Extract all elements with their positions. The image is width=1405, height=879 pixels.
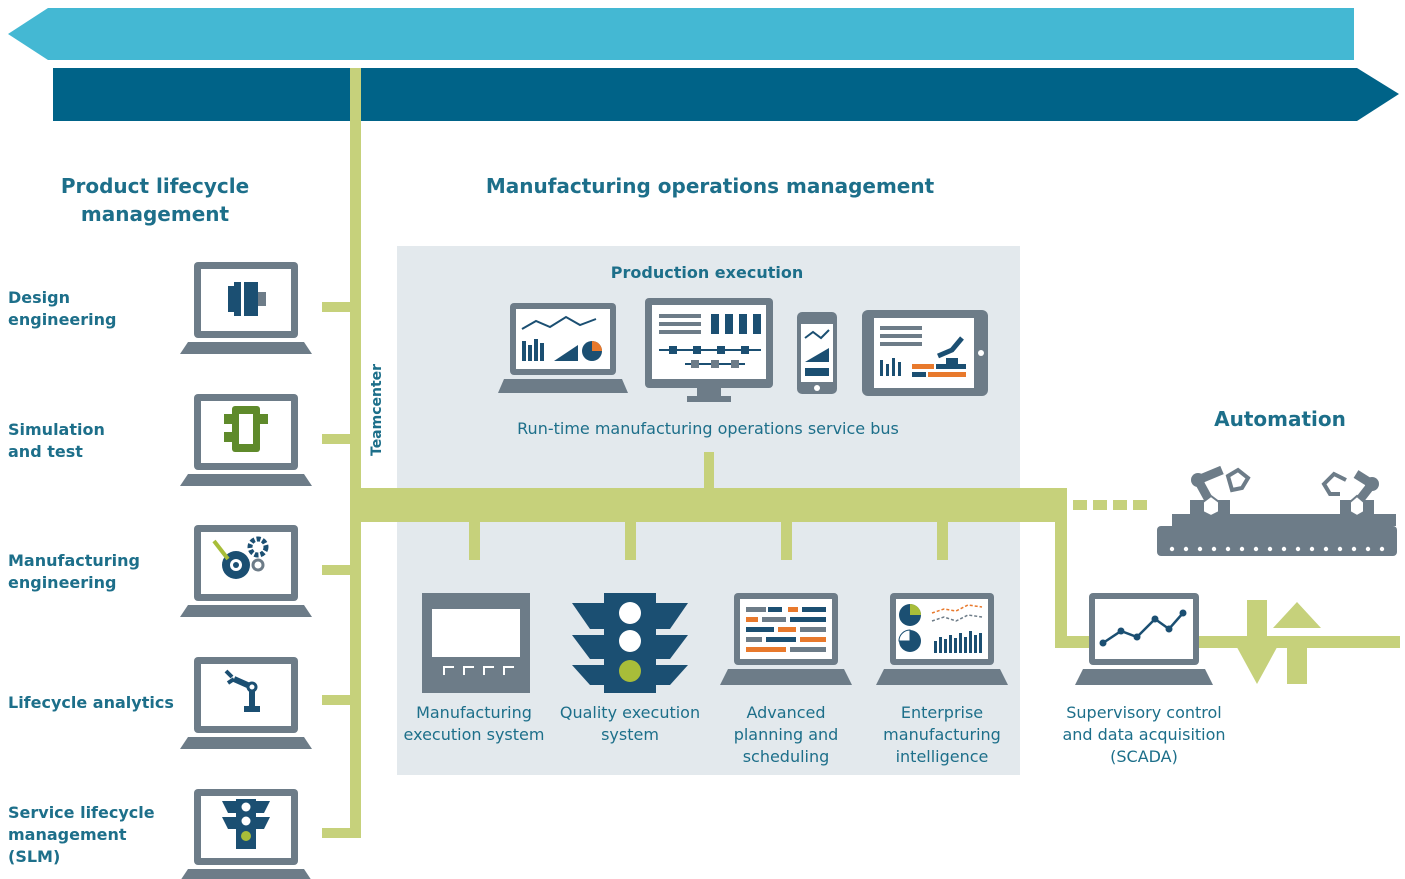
robot-arm-icon [224,669,260,712]
conveyor-robots-icon [1157,465,1397,556]
gears-icon [212,536,269,579]
mom-item-qes: Quality execution system [559,703,701,744]
mom-item-mes: Manufacturing execution system [403,703,545,744]
arrow-right-dark [53,68,1399,121]
plm-item-lifecycle-analytics: Lifecycle analytics [8,693,174,712]
mom-header: Manufacturing operations management [485,174,935,198]
hmi-panel-icon [422,593,530,693]
automation-dashed-link [1073,500,1147,510]
traffic-light-icon [222,799,270,849]
mom-connectors [469,520,948,560]
production-execution-title: Production execution [610,263,804,282]
trend-laptop-icon [1075,593,1213,685]
mom-item-aps: Advanced planning and scheduling [733,703,839,766]
plm-item-manufacturing-engineering: Manufacturing engineering [8,551,140,592]
mom-item-emi: Enterprise manufacturing intelligence [883,703,1001,766]
laptop-manufacturing-engineering [180,525,312,617]
teamcenter-label: Teamcenter [369,363,385,456]
motor-icon [228,282,266,316]
plm-header: Product lifecycle management [60,174,250,226]
automation-header: Automation [1214,407,1346,431]
bus-connector-production [704,452,714,490]
laptop-slm [180,789,312,879]
phone-device [797,312,837,394]
laptop-lifecycle-analytics [180,657,312,749]
arrow-left-light [8,8,1354,60]
monitor-process-flow [645,298,773,402]
teamcenter-bus [350,68,361,838]
up-down-arrows-icon [1233,600,1321,684]
laptop-simulation-test [180,394,312,486]
plm-item-slm: Service lifecycle management (SLM) [8,803,155,866]
scada-connector [1055,488,1067,648]
laptop-design-engineering [180,262,312,354]
analytics-laptop-icon [876,593,1008,685]
scada-label: Supervisory control and data acquisition… [1062,703,1226,766]
traffic-light-icon [572,593,688,693]
gantt-laptop-icon [720,593,852,685]
laptop-dashboard [498,303,628,393]
service-bus-label: Run-time manufacturing operations servic… [517,419,899,438]
tablet-device [862,310,988,396]
plm-item-design-engineering: Design engineering [8,288,117,329]
component-icon [224,406,268,452]
service-bus [350,488,1065,522]
plm-connectors [322,302,352,838]
plm-item-simulation-test: Simulation and test [8,420,105,461]
